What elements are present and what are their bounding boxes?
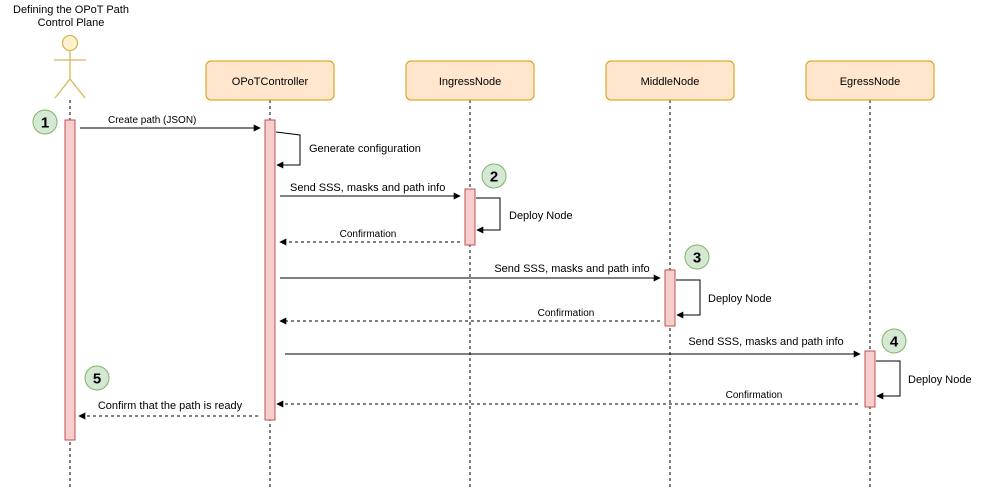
message-confirm-ingress-label: Confirmation: [340, 229, 397, 240]
message-generate-config-label: Generate configuration: [309, 143, 421, 155]
activation-opotcontroller: [264, 119, 276, 421]
step-number: 4: [890, 334, 899, 351]
participant-egressnode[interactable]: EgressNode: [805, 60, 935, 101]
message-deploy-middle-arrow: [676, 279, 701, 319]
step-marker-4: 4: [881, 328, 907, 354]
message-send-middle-label: Send SSS, masks and path info: [494, 263, 649, 275]
message-deploy-egress-arrow: [876, 360, 901, 400]
participant-label: IngressNode: [439, 76, 501, 88]
participant-middlenode[interactable]: MiddleNode: [605, 60, 735, 101]
activation-middlenode: [664, 269, 676, 327]
message-generate-config-arrow: [275, 131, 301, 169]
step-marker-1: 1: [32, 109, 58, 135]
step-marker-2: 2: [481, 163, 507, 189]
step-marker-5: 5: [84, 365, 110, 391]
activation-egressnode: [864, 350, 876, 408]
actor-title-line2: Control Plane: [38, 17, 105, 29]
message-create-path-label: Create path (JSON): [108, 115, 196, 126]
step-number: 5: [93, 371, 101, 388]
actor-stick-figure-icon: [54, 34, 86, 99]
message-path-ready-label: Confirm that the path is ready: [98, 400, 243, 412]
step-number: 2: [490, 169, 498, 186]
activation-ingressnode: [464, 188, 476, 246]
step-marker-3: 3: [684, 244, 710, 270]
participant-opotcontroller[interactable]: OPoTController: [205, 60, 335, 101]
message-deploy-ingress-label: Deploy Node: [509, 210, 573, 222]
participant-label: EgressNode: [840, 76, 901, 88]
actor: Defining the OPoT Path Control Plane: [13, 4, 129, 99]
step-number: 3: [693, 250, 701, 267]
message-deploy-ingress-arrow: [476, 197, 501, 234]
message-confirm-egress-label: Confirmation: [726, 390, 783, 401]
message-confirm-middle-label: Confirmation: [538, 308, 595, 319]
activation-actor: [64, 119, 76, 441]
step-number: 1: [41, 115, 49, 132]
message-deploy-egress-label: Deploy Node: [908, 374, 972, 386]
participant-label: OPoTController: [232, 76, 309, 88]
message-send-egress-label: Send SSS, masks and path info: [688, 336, 843, 348]
actor-title-line1: Defining the OPoT Path: [13, 4, 129, 16]
participant-ingressnode[interactable]: IngressNode: [405, 60, 535, 101]
message-send-ingress-label: Send SSS, masks and path info: [290, 182, 445, 194]
participant-label: MiddleNode: [641, 76, 700, 88]
message-deploy-middle-label: Deploy Node: [708, 293, 772, 305]
